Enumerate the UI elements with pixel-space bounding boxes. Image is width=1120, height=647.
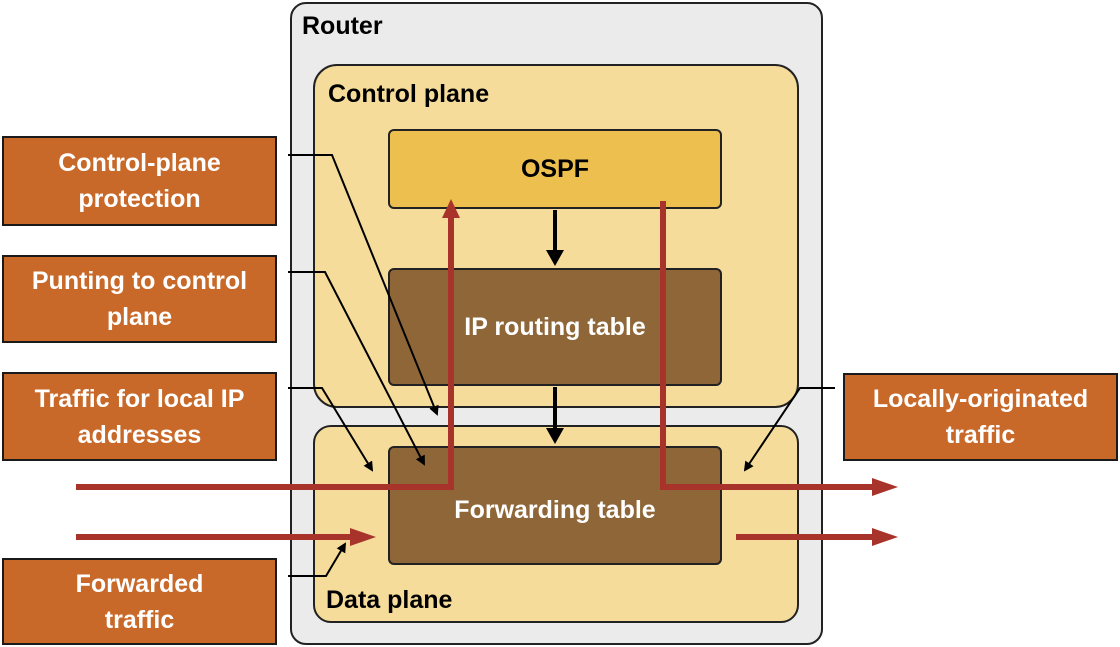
control-plane-originated-traffic-arrow — [660, 201, 898, 496]
control-plane-title: Control plane — [328, 80, 490, 108]
forwarded-traffic-in-arrow — [76, 528, 376, 546]
traffic-for-local-ip-label: Traffic for local IP addresses — [2, 372, 277, 461]
ospf-label: OSPF — [520, 155, 590, 183]
ospf-box: OSPF — [388, 129, 722, 209]
forwarded-traffic-out-arrow — [736, 528, 898, 546]
ip-routing-table-label: IP routing table — [464, 313, 646, 341]
routing-table-to-forwarding-table-arrow — [546, 387, 564, 444]
ip-routing-table-box: IP routing table — [388, 268, 722, 386]
punting-to-control-plane-pointer — [288, 271, 425, 466]
data-plane-title: Data plane — [326, 586, 453, 614]
traffic-to-control-plane-arrow — [76, 199, 460, 490]
forwarded-traffic-label: Forwarded traffic — [2, 558, 277, 645]
ospf-to-routing-table-arrow — [546, 210, 564, 266]
control-plane-protection-label: Control-plane protection — [2, 136, 277, 226]
forwarding-table-box: Forwarding table — [388, 446, 722, 565]
traffic-for-local-ip-pointer — [288, 387, 374, 472]
locally-originated-traffic-pointer — [743, 387, 835, 472]
control-plane-protection-pointer — [288, 154, 439, 416]
forwarding-table-label: Forwarding table — [454, 495, 656, 524]
router-title: Router — [302, 12, 383, 40]
punting-to-control-plane-label: Punting to control plane — [2, 255, 277, 343]
locally-originated-traffic-label: Locally-originated traffic — [843, 373, 1118, 461]
forwarded-traffic-pointer — [288, 542, 347, 577]
